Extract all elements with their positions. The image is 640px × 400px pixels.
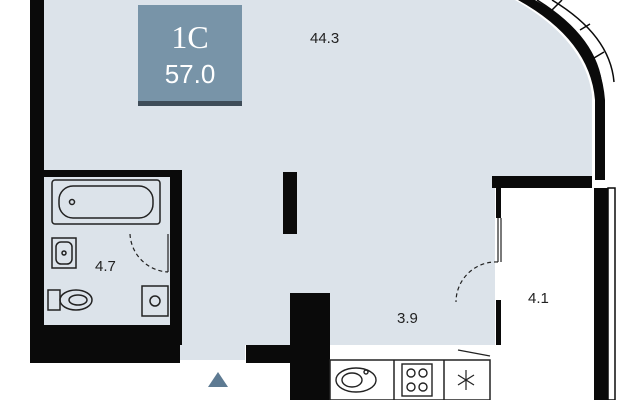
counter-edge-mark [457, 349, 491, 357]
storage-door [455, 218, 502, 303]
total-area: 57.0 [164, 59, 216, 89]
apartment-type-badge: 1С 57.0 [138, 5, 242, 106]
studio-area-label: 44.3 [310, 30, 340, 47]
kitchen-sink [335, 367, 377, 393]
toilet [47, 289, 93, 311]
storage-area-label: 4.1 [528, 290, 549, 307]
walls [30, 0, 608, 400]
curved-facade [518, 0, 605, 180]
bathroom-area-label: 4.7 [95, 258, 116, 275]
badge-stripe [138, 101, 242, 106]
bathroom-sink [51, 237, 77, 269]
bathtub [51, 179, 161, 225]
kitchen-counter [329, 359, 491, 400]
storage-floor [500, 190, 594, 400]
window-frame-ticks [551, 0, 605, 59]
curved-window [536, 0, 603, 89]
stove [401, 363, 433, 397]
apartment-type: 1С [171, 19, 209, 55]
curved-window-outer [551, 0, 615, 83]
entrance-triangle [208, 372, 228, 387]
right-window [607, 187, 616, 400]
bathroom-door [129, 233, 169, 273]
extractor-symbol [457, 370, 475, 390]
shower-tray [141, 285, 169, 317]
hall-area-label: 3.9 [397, 310, 418, 327]
